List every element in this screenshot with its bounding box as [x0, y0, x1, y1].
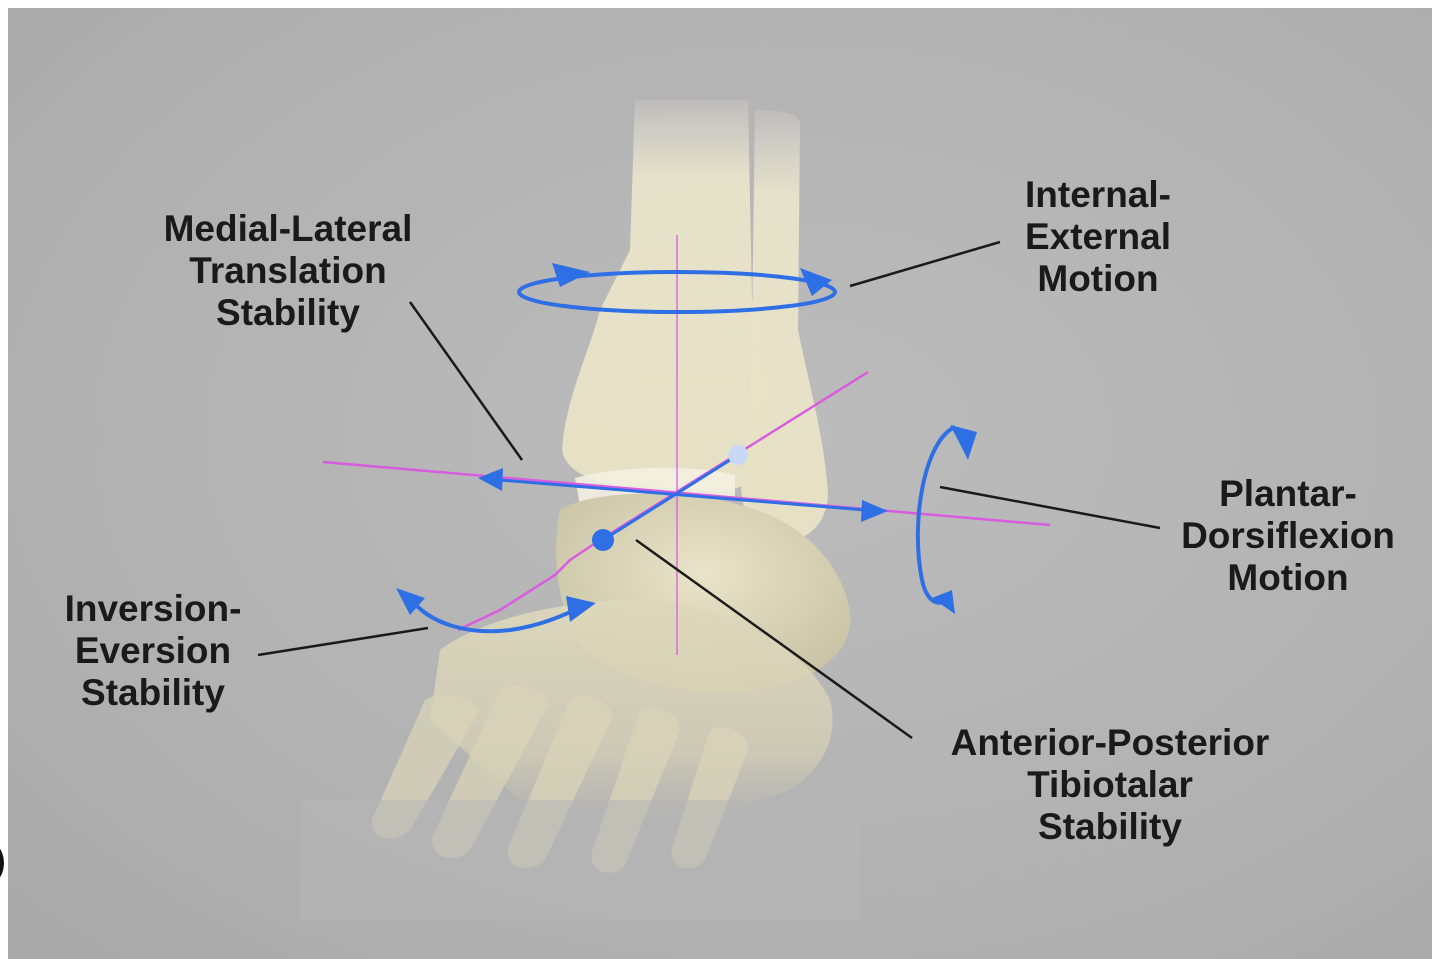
anterior-posterior-back-dot	[728, 445, 748, 465]
label-line: Dorsiflexion	[1160, 515, 1416, 557]
label-line: Internal-	[998, 174, 1198, 216]
label-line: Anterior-Posterior	[920, 722, 1300, 764]
anterior-posterior-front-dot	[592, 529, 614, 551]
label-line: Motion	[998, 258, 1198, 300]
tibia	[562, 100, 766, 491]
label-line: Stability	[140, 292, 436, 334]
cropped-panel-letter	[0, 836, 12, 896]
leader-plantar-dorsiflexion	[940, 487, 1160, 528]
label-medial-lateral-translation-stability: Medial-Lateral Translation Stability	[140, 208, 436, 334]
label-internal-external-motion: Internal- External Motion	[998, 174, 1198, 300]
leader-internal-external	[850, 242, 1000, 286]
label-plantar-dorsiflexion-motion: Plantar- Dorsiflexion Motion	[1160, 473, 1416, 599]
label-line: Stability	[920, 806, 1300, 848]
label-line: Eversion	[46, 630, 260, 672]
label-anterior-posterior-tibiotalar-stability: Anterior-Posterior Tibiotalar Stability	[920, 722, 1300, 848]
label-line: Inversion-	[46, 588, 260, 630]
label-inversion-eversion-stability: Inversion- Eversion Stability	[46, 588, 260, 714]
leader-inversion-eversion	[258, 628, 428, 655]
label-line: Plantar-	[1160, 473, 1416, 515]
label-line: Tibiotalar	[920, 764, 1300, 806]
label-line: Medial-Lateral	[140, 208, 436, 250]
label-line: Translation	[140, 250, 436, 292]
label-line: Motion	[1160, 557, 1416, 599]
medial-lateral-arrow-right-head	[861, 500, 888, 522]
label-line: External	[998, 216, 1198, 258]
medial-lateral-arrow-left-head	[478, 468, 503, 491]
plantar-dorsiflexion-rotation-arrow	[918, 425, 977, 614]
label-line: Stability	[46, 672, 260, 714]
